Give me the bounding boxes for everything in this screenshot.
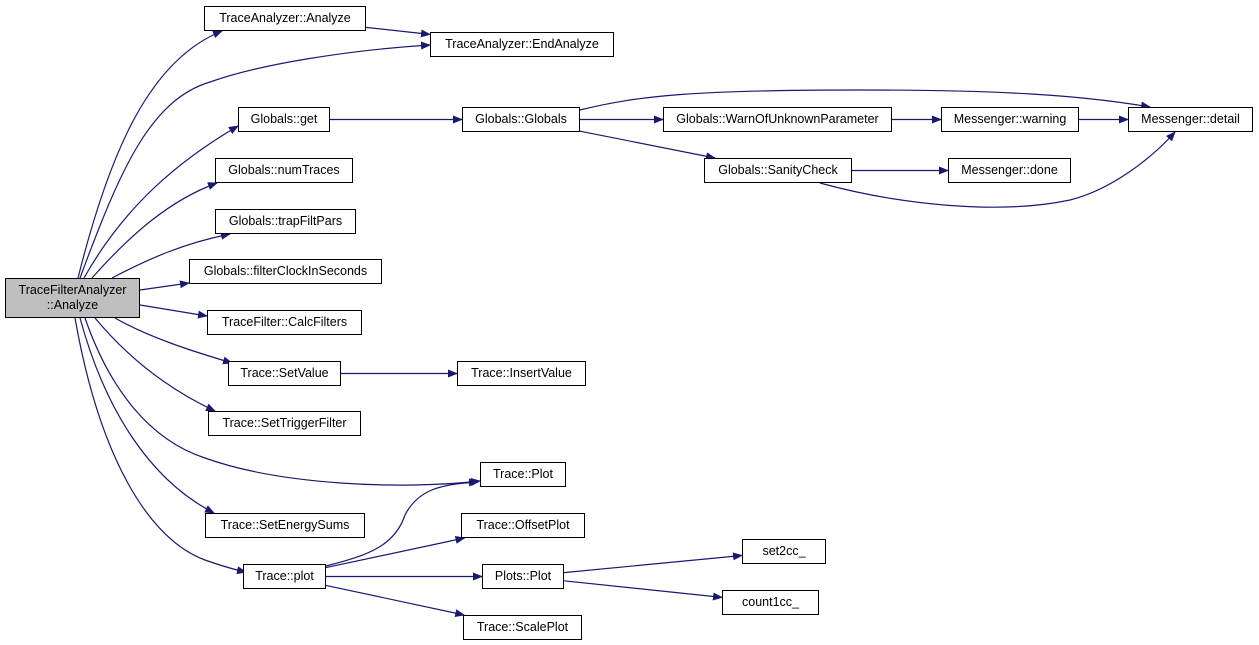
edge-root-to-g-clock (139, 280, 190, 291)
edge-root-to-t-trig (94, 317, 216, 412)
edge-root-to-t-esum (79, 317, 215, 514)
node-label: count1cc_ (742, 595, 799, 609)
node-label: Trace::ScalePlot (476, 620, 569, 634)
trace-set-energy-sums-node[interactable]: Trace::SetEnergySums (205, 513, 365, 538)
node-label: TraceFilterAnalyzer (18, 283, 127, 297)
edge-t-plot-to-t-scale (325, 584, 466, 618)
edge-root-to-g-num (91, 182, 218, 279)
node-label: ::Analyze (46, 298, 99, 312)
trace-filter-analyzer-analyze-node: TraceFilterAnalyzer::Analyze (5, 278, 140, 318)
node-label: Globals::SanityCheck (718, 163, 838, 177)
trace-set-trigger-filter-node[interactable]: Trace::SetTriggerFilter (208, 411, 361, 436)
node-label: Trace::plot (255, 569, 314, 583)
globals-get-node[interactable]: Globals::get (238, 107, 330, 132)
node-label: Trace::SetEnergySums (220, 518, 350, 532)
node-label: Trace::Plot (493, 467, 553, 481)
edge-t-plot-to-t-Plot (325, 478, 479, 567)
edge-p-plot-to-set2cc (563, 552, 743, 574)
node-label: Trace::InsertValue (471, 366, 572, 380)
trace-offset-plot-node[interactable]: Trace::OffsetPlot (461, 513, 585, 538)
trace-plot-lower-node[interactable]: Trace::plot (243, 564, 326, 589)
trace-analyzer-analyze-node[interactable]: TraceAnalyzer::Analyze (204, 6, 366, 31)
node-label: Trace::OffsetPlot (476, 518, 570, 532)
messenger-done-node[interactable]: Messenger::done (948, 158, 1071, 183)
node-label: Trace::SetTriggerFilter (222, 416, 347, 430)
node-label: Messenger::detail (1141, 112, 1240, 126)
node-label: Messenger::done (961, 163, 1058, 177)
node-label: Trace::SetValue (240, 366, 329, 380)
edge-t-plot-to-t-offs (325, 535, 466, 569)
globals-trap-filt-pars-node[interactable]: Globals::trapFiltPars (215, 209, 356, 234)
edge-root-to-t-Plot (84, 317, 481, 486)
plots-plot-node[interactable]: Plots::Plot (482, 564, 564, 589)
trace-plot-capital-node[interactable]: Trace::Plot (480, 462, 566, 487)
globals-filter-clock-in-seconds-node[interactable]: Globals::filterClockInSeconds (189, 259, 382, 284)
node-label: Messenger::warning (953, 112, 1067, 126)
node-label: Globals::filterClockInSeconds (203, 264, 368, 278)
edge-g-glob-to-m-detail (579, 89, 1151, 111)
trace-analyzer-end-analyze-node[interactable]: TraceAnalyzer::EndAnalyze (430, 32, 614, 57)
edge-root-to-t-setv (114, 317, 233, 365)
node-label: TraceAnalyzer::EndAnalyze (445, 37, 599, 51)
edge-ta-an-to-ta-end (365, 26, 431, 38)
node-label: set2cc_ (762, 544, 806, 558)
trace-scale-plot-node[interactable]: Trace::ScalePlot (463, 615, 582, 640)
node-label: Globals::trapFiltPars (228, 214, 343, 228)
edge-g-glob-to-g-sanity (579, 130, 716, 161)
edge-root-to-tf-calc (139, 304, 208, 319)
count1cc-node[interactable]: count1cc_ (722, 590, 819, 615)
edge-root-to-g-get (83, 125, 239, 279)
trace-set-value-node[interactable]: Trace::SetValue (228, 361, 341, 386)
trace-insert-value-node[interactable]: Trace::InsertValue (457, 361, 586, 386)
globals-warn-of-unknown-parameter-node[interactable]: Globals::WarnOfUnknownParameter (663, 107, 892, 132)
globals-sanity-check-node[interactable]: Globals::SanityCheck (704, 158, 852, 183)
edge-p-plot-to-count1cc (563, 580, 723, 601)
globals-globals-node[interactable]: Globals::Globals (462, 107, 580, 132)
node-label: Plots::Plot (494, 569, 552, 583)
node-label: Globals::get (250, 112, 318, 126)
node-label: TraceFilter::CalcFilters (221, 315, 348, 329)
messenger-warning-node[interactable]: Messenger::warning (941, 107, 1079, 132)
edge-root-to-t-plot (74, 317, 247, 575)
globals-num-traces-node[interactable]: Globals::numTraces (215, 158, 353, 183)
node-label: Globals::Globals (475, 112, 567, 126)
edge-g-sanity-to-m-detail (819, 131, 1176, 208)
edge-root-to-g-trap (111, 231, 231, 279)
set2cc-node[interactable]: set2cc_ (742, 539, 826, 564)
messenger-detail-node[interactable]: Messenger::detail (1128, 107, 1253, 132)
trace-filter-calc-filters-node[interactable]: TraceFilter::CalcFilters (207, 310, 362, 335)
node-label: Globals::WarnOfUnknownParameter (676, 112, 879, 126)
node-label: TraceAnalyzer::Analyze (219, 11, 351, 25)
edge-root-to-ta-end (79, 41, 431, 279)
edge-root-to-ta-an (77, 30, 223, 279)
node-label: Globals::numTraces (228, 163, 340, 177)
